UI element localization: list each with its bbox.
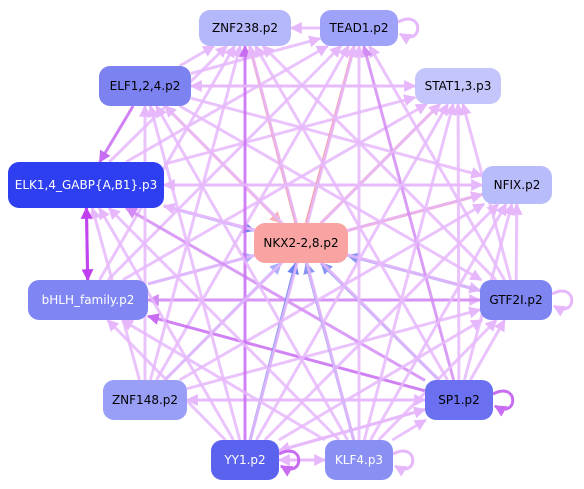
- node-label: bHLH_family.p2: [42, 293, 135, 307]
- node-box: [425, 380, 493, 420]
- node-label: KLF4.p3: [335, 453, 383, 467]
- node-box: [325, 440, 393, 480]
- edge-elf124-to-gtf2i: [178, 104, 483, 282]
- node-gtf2i[interactable]: GTF2I.p2: [480, 280, 552, 320]
- node-box: [28, 280, 148, 320]
- edge-sp1-to-gtf2i: [469, 318, 506, 381]
- edge-znf148-to-tead1: [155, 44, 350, 381]
- edge-sp1-to-stat13: [452, 102, 465, 381]
- self-loop-klf4: [392, 449, 415, 477]
- edge-znf148-to-nfix: [178, 202, 486, 382]
- node-box: [199, 10, 291, 46]
- node-nfix[interactable]: NFIX.p2: [482, 166, 552, 204]
- node-box: [103, 380, 187, 420]
- node-label: SP1.p2: [438, 393, 480, 407]
- edge-klf4-to-nfix: [369, 202, 508, 441]
- edge-klf4-to-elf124: [155, 104, 349, 441]
- node-klf4[interactable]: KLF4.p3: [325, 440, 393, 480]
- node-sp1[interactable]: SP1.p2: [425, 380, 493, 420]
- node-box: [99, 66, 191, 106]
- node-label: NKX2-2,8.p2: [263, 236, 338, 250]
- self-loops-layer: [278, 17, 574, 477]
- node-label: STAT1,3.p3: [425, 79, 492, 93]
- node-box: [320, 10, 398, 46]
- edge-gtf2i-to-nfix: [510, 202, 523, 281]
- node-box: [8, 162, 164, 208]
- node-box: [211, 440, 279, 480]
- edge-yy1-to-elk14: [98, 206, 235, 441]
- node-label: YY1.p2: [223, 453, 265, 467]
- edge-sp1-to-znf238: [254, 44, 449, 381]
- self-loop-tead1: [397, 17, 420, 45]
- node-box: [480, 280, 552, 320]
- edge-elf124-to-znf238: [178, 44, 216, 68]
- edge-elk14-to-stat13: [163, 94, 417, 166]
- edge-znf148-to-gtf2i: [186, 306, 482, 391]
- self-loop-sp1: [492, 389, 515, 417]
- self-loop-gtf2i: [551, 289, 574, 317]
- edge-sp1-to-elk14: [124, 206, 426, 382]
- node-label: GTF2I.p2: [489, 293, 542, 307]
- node-label: ELK1,4_GABP{A,B1}.p3: [15, 178, 157, 192]
- node-elk14[interactable]: ELK1,4_GABP{A,B1}.p3: [8, 162, 164, 208]
- edge-klf4-to-elk14: [107, 206, 341, 442]
- edge-sp1-to-bhlh: [146, 313, 426, 393]
- node-stat13[interactable]: STAT1,3.p3: [415, 68, 501, 104]
- node-label: TEAD1.p2: [328, 21, 388, 35]
- node-bhlh[interactable]: bHLH_family.p2: [28, 280, 148, 320]
- node-yy1[interactable]: YY1.p2: [211, 440, 279, 480]
- node-elf124[interactable]: ELF1,2,4.p2: [99, 66, 191, 106]
- node-box: [415, 68, 501, 104]
- edge-klf4-to-sp1: [391, 418, 427, 442]
- node-label: ELF1,2,4.p2: [110, 79, 181, 93]
- node-znf238[interactable]: ZNF238.p2: [199, 10, 291, 46]
- edge-yy1-to-stat13: [255, 102, 450, 441]
- node-label: ZNF238.p2: [212, 21, 278, 35]
- edge-bhlh-to-elk14: [80, 206, 93, 281]
- node-nkx2[interactable]: NKX2-2,8.p2: [254, 223, 348, 263]
- node-tead1[interactable]: TEAD1.p2: [320, 10, 398, 46]
- edge-klf4-to-bhlh: [120, 318, 326, 442]
- edge-elf124-to-nfix: [190, 96, 484, 179]
- edge-bhlh-to-stat13: [121, 102, 428, 282]
- self-loop-yy1: [278, 449, 301, 477]
- node-box: [482, 166, 552, 204]
- edge-elf124-to-elk14: [98, 105, 135, 164]
- node-label: ZNF148.p2: [112, 393, 178, 407]
- node-label: NFIX.p2: [494, 178, 541, 192]
- node-znf148[interactable]: ZNF148.p2: [103, 380, 187, 420]
- edge-klf4-to-stat13: [362, 102, 457, 441]
- node-box: [254, 223, 348, 263]
- edge-yy1-to-elf124: [147, 104, 242, 441]
